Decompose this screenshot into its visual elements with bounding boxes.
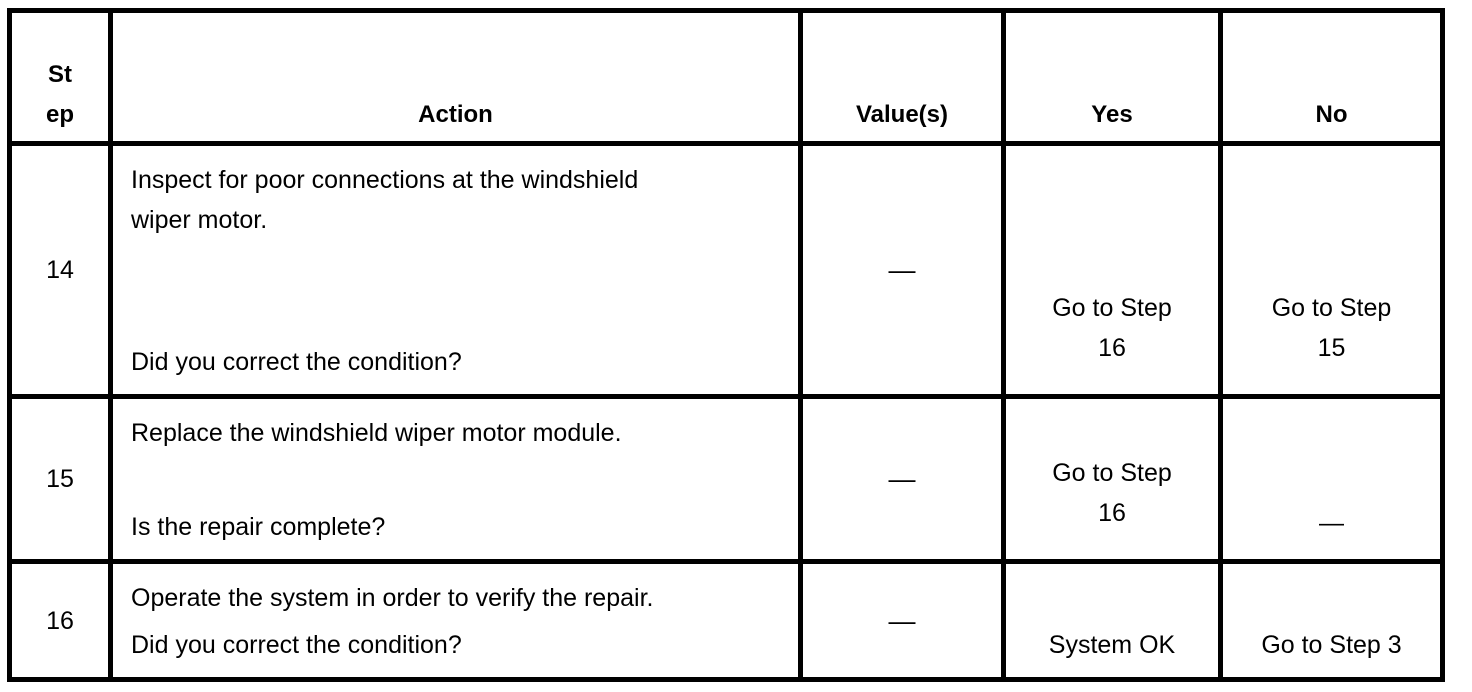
goto-step-number: 16 xyxy=(1098,334,1126,362)
row-14-value-cell: — xyxy=(803,146,1001,394)
goto-line: Go to Step xyxy=(1052,459,1172,487)
header-yes: Yes xyxy=(1006,13,1218,141)
step-number: 16 xyxy=(46,606,74,635)
action-question: Did you correct the condition? xyxy=(131,348,462,376)
header-step-line-2: ep xyxy=(45,101,74,128)
header-yes-label: Yes xyxy=(1091,101,1133,128)
goto-step-number: 15 xyxy=(1317,334,1346,362)
diagnostic-table: St ep Action Value(s) Yes No 14 Inspect … xyxy=(7,8,1445,682)
action-line: Inspect for poor connections at the wind… xyxy=(131,166,639,194)
row-15-no-cell: — xyxy=(1223,399,1440,559)
row-15-action-cell: Replace the windshield wiper motor modul… xyxy=(113,399,798,559)
value-dash: — xyxy=(888,464,916,494)
row-16-no-cell: Go to Step 3 xyxy=(1223,564,1440,677)
header-values: Value(s) xyxy=(803,13,1001,141)
row-15-value-cell: — xyxy=(803,399,1001,559)
row-16-step-cell: 16 xyxy=(12,564,108,677)
step-number: 14 xyxy=(46,256,74,284)
row-14-no-cell: Go to Step 15 xyxy=(1223,146,1440,394)
step-number: 15 xyxy=(46,465,74,493)
value-dash: — xyxy=(888,255,916,285)
header-values-label: Value(s) xyxy=(855,101,949,128)
action-line: Operate the system in order to verify th… xyxy=(131,584,654,612)
header-no-label: No xyxy=(1315,101,1348,128)
system-ok-text: System OK xyxy=(1048,631,1176,659)
row-14-action-cell: Inspect for poor connections at the wind… xyxy=(113,146,798,394)
goto-line: Go to Step 3 xyxy=(1261,631,1402,659)
action-line: wiper motor. xyxy=(131,206,268,234)
header-step: St ep xyxy=(12,13,108,141)
header-step-line-1: St xyxy=(48,61,72,88)
row-16-action-cell: Operate the system in order to verify th… xyxy=(113,564,798,677)
row-16-value-cell: — xyxy=(803,564,1001,677)
no-dash: — xyxy=(1319,509,1344,537)
action-question: Did you correct the condition? xyxy=(131,631,462,659)
row-16-yes-cell: System OK xyxy=(1006,564,1218,677)
row-14-yes-cell: Go to Step 16 xyxy=(1006,146,1218,394)
header-action: Action xyxy=(113,13,798,141)
goto-line: Go to Step xyxy=(1052,294,1172,322)
header-action-label: Action xyxy=(418,101,493,128)
value-dash: — xyxy=(888,605,916,636)
goto-step-number: 16 xyxy=(1098,499,1126,527)
goto-line: Go to Step xyxy=(1271,294,1392,322)
action-question: Is the repair complete? xyxy=(131,513,386,541)
action-text: Replace the windshield wiper motor modul… xyxy=(131,413,778,453)
header-no: No xyxy=(1223,13,1440,141)
action-text: Operate the system in order to verify th… xyxy=(131,578,778,618)
row-15-step-cell: 15 xyxy=(12,399,108,559)
row-14-step-cell: 14 xyxy=(12,146,108,394)
action-line: Replace the windshield wiper motor modul… xyxy=(131,419,622,447)
action-text: Inspect for poor connections at the wind… xyxy=(131,160,778,240)
row-15-yes-cell: Go to Step 16 xyxy=(1006,399,1218,559)
